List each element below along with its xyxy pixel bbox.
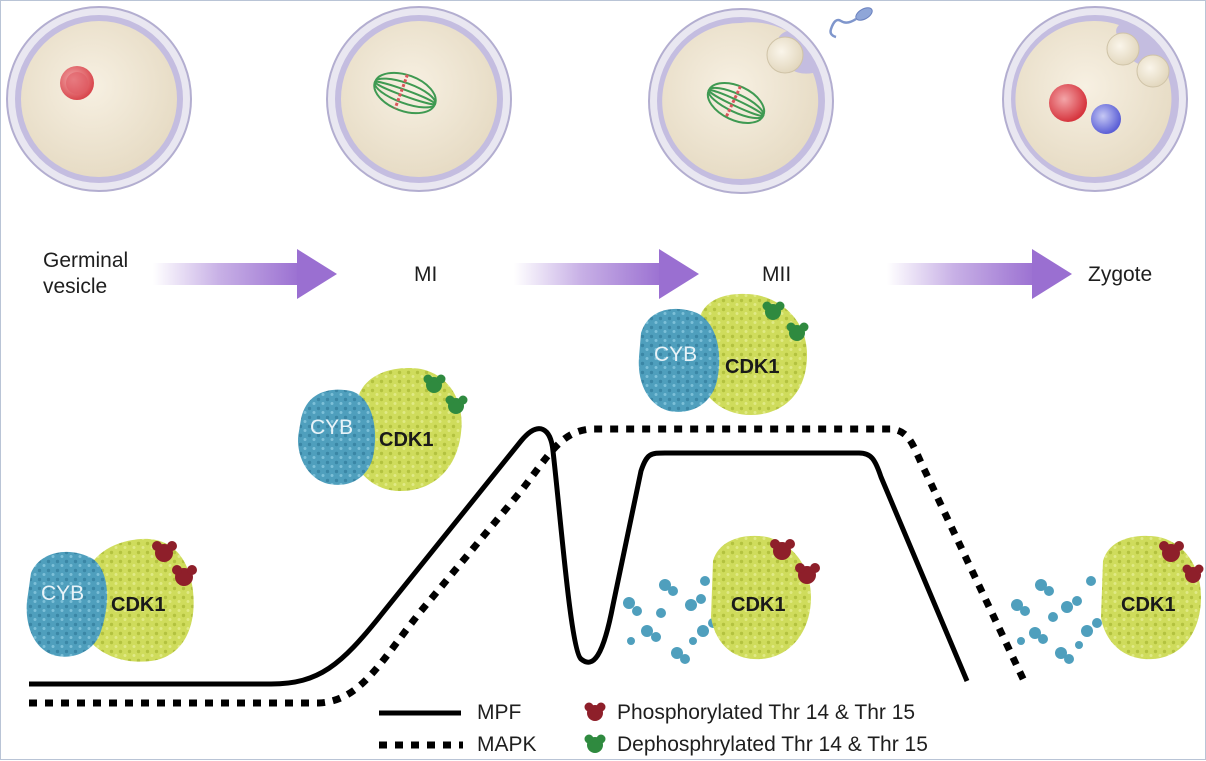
legend (379, 702, 606, 753)
cyb-blob (638, 308, 720, 412)
stage-label-germinal-vesicle-line1: Germinal (43, 249, 129, 272)
phospho-icon (770, 539, 820, 584)
stage-label-zygote: Zygote (1088, 263, 1153, 286)
stage-label-mi: MI (414, 263, 438, 286)
legend-label-dephosphorylated: Dephosphrylated Thr 14 & Thr 15 (617, 733, 928, 756)
legend-dephospho-icon (584, 734, 606, 753)
phospho-icon (1159, 541, 1204, 583)
complex-cyb-cdk1-active-mii: CYB CDK1 (638, 293, 809, 415)
complex-label-cdk1: CDK1 (725, 356, 779, 378)
complex-label-cdk1: CDK1 (1121, 594, 1175, 616)
stage-arrow-3 (887, 249, 1072, 299)
legend-label-phosphorylated: Phosphorylated Thr 14 & Thr 15 (617, 701, 916, 724)
oocyte-mi (326, 6, 512, 192)
phospho-icon (152, 541, 197, 586)
cyb-blob (298, 389, 376, 485)
spindle-mi (373, 71, 437, 115)
oocyte-germinal-vesicle (6, 6, 192, 192)
complex-label-cdk1: CDK1 (111, 594, 165, 616)
stage-arrow-2 (514, 249, 699, 299)
cyb-fragments (1011, 576, 1102, 664)
stage-label-germinal-vesicle: Germinal vesicle (43, 248, 128, 300)
cdk1-blob (351, 368, 462, 491)
complex-cdk1-degraded-cyb-mi-mii: CDK1 (623, 535, 820, 664)
mpf-curve (29, 426, 970, 687)
oocyte-mii (648, 7, 873, 194)
complex-label-cdk1: CDK1 (379, 429, 433, 451)
stage-label-germinal-vesicle-line2: vesicle (43, 275, 108, 298)
complex-label-cdk1: CDK1 (731, 594, 785, 616)
cyb-blob (26, 551, 108, 657)
complex-cyb-cdk1-inactive: CYB CDK1 (26, 538, 197, 662)
legend-label-mpf: MPF (477, 701, 522, 724)
complex-label-cyb: CYB (41, 582, 84, 605)
cdk1-blob (81, 538, 194, 662)
spindle-mii (706, 82, 766, 124)
complex-label-cyb: CYB (654, 343, 697, 366)
complex-label-cyb: CYB (310, 416, 353, 439)
oocyte-zygote (1002, 6, 1188, 192)
cdk1-blob (695, 293, 807, 415)
cdk1-blob (1101, 535, 1201, 660)
stage-label-mii: MII (762, 263, 792, 286)
cdk1-blob (711, 535, 811, 660)
dephospho-icon (423, 374, 468, 414)
dephospho-icon (762, 301, 809, 341)
sperm-icon (829, 7, 873, 39)
cyb-fragments (623, 576, 718, 664)
complex-cdk1-degraded-cyb-zygote: CDK1 (1011, 535, 1204, 664)
complex-cyb-cdk1-active-mi: CYB CDK1 (298, 368, 468, 491)
stage-arrow-1 (153, 249, 337, 299)
legend-phospho-icon (584, 702, 606, 721)
legend-label-mapk: MAPK (477, 733, 537, 756)
